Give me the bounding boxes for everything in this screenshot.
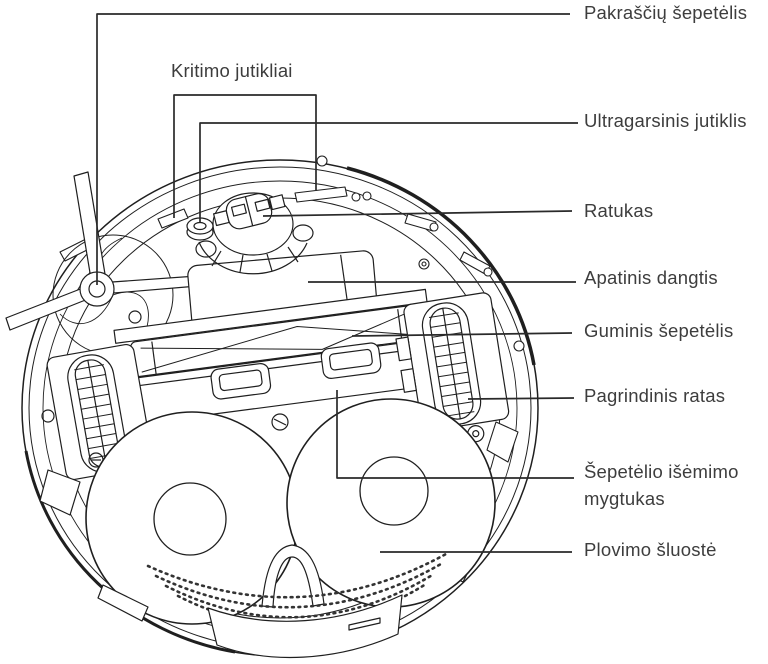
- label-drop-sensors: Kritimo jutikliai: [171, 60, 293, 81]
- leader-drop-sensors: [173, 94, 317, 218]
- label-ultrasonic-sensor: Ultragarsinis jutiklis: [584, 110, 747, 131]
- label-caster-wheel: Ratukas: [584, 200, 654, 221]
- label-brush-release-button: Šepetėlio išėmimo mygtukas: [584, 461, 739, 509]
- label-bottom-cover: Apatinis dangtis: [584, 267, 718, 288]
- screws: [39, 409, 289, 516]
- bottom-plate: [97, 584, 403, 659]
- ultrasonic-sensor: [186, 217, 214, 241]
- leader-lines: [96, 13, 578, 553]
- label-main-wheel: Pagrindinis ratas: [584, 385, 726, 406]
- leader-ultrasonic-sensor: [199, 122, 578, 222]
- label-side-brush: Pakraščių šepetėlis: [584, 2, 748, 23]
- leader-rubber-brush: [351, 332, 573, 337]
- label-mop-cloth: Plovimo šluostė: [584, 539, 717, 560]
- leader-side-brush: [96, 13, 570, 285]
- leader-caster-wheel: [262, 210, 573, 217]
- leader-main-wheel: [467, 397, 575, 400]
- label-rubber-brush: Guminis šepetėlis: [584, 320, 734, 341]
- leader-brush-release: [336, 390, 574, 479]
- right-main-wheel: [395, 292, 510, 443]
- caster-wheel: [195, 192, 314, 275]
